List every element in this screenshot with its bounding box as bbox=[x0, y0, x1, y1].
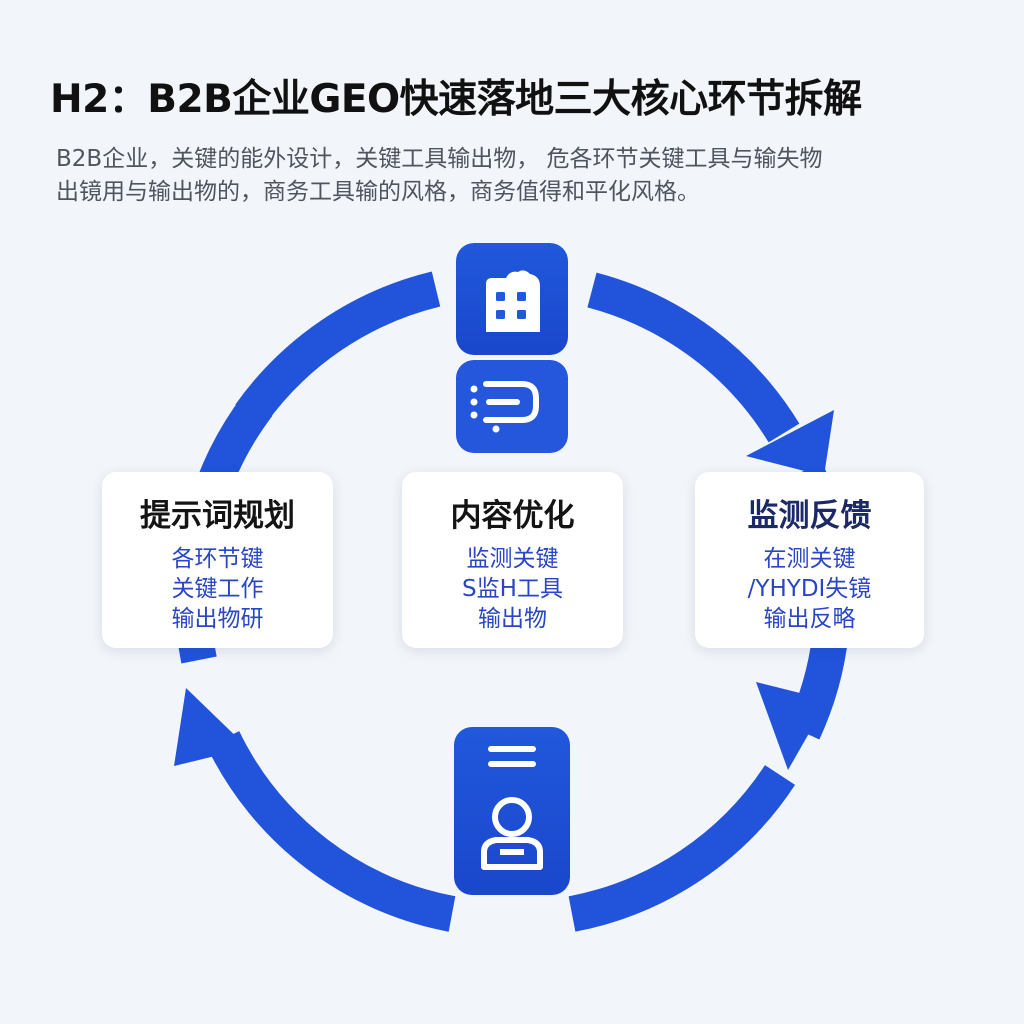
stage-title: 监测反馈 bbox=[747, 498, 872, 534]
arrowhead-left-lower bbox=[174, 688, 248, 766]
stage-title: 提示词规划 bbox=[140, 498, 295, 534]
stage-card-monitoring-feedback: 监测反馈 在测关键 /YHYDI失镜 输出反略 bbox=[695, 472, 924, 648]
stage-line: 输出反略 bbox=[763, 606, 856, 632]
stage-line: 关键工作 bbox=[171, 576, 264, 602]
description-line: 出镜用与输出物的，商务工具输的风格，商务值得和平化风格。 bbox=[56, 179, 700, 205]
building-icon bbox=[486, 270, 540, 332]
stage-line: S监H工具 bbox=[462, 576, 563, 602]
stage-line: 输出物 bbox=[478, 606, 547, 632]
user-profile-icon bbox=[481, 797, 543, 870]
stage-line: /YHYDI失镜 bbox=[747, 576, 872, 602]
cycle-arc-top-left bbox=[235, 271, 441, 426]
list-icon bbox=[470, 381, 539, 433]
description: B2B企业，关键的能外设计，关键工具输出物， 危各环节关键工具与输失物 出镜用与… bbox=[56, 143, 986, 209]
cycle-arc-bottom-right bbox=[568, 765, 796, 932]
stage-card-content-optimization: 内容优化 监测关键 S监H工具 输出物 bbox=[402, 472, 623, 648]
stage-line: 各环节键 bbox=[171, 546, 264, 572]
stage-title: 内容优化 bbox=[450, 498, 575, 534]
top-icon-block bbox=[456, 243, 568, 453]
page-title: H2：B2B企业GEO快速落地三大核心环节拆解 bbox=[50, 77, 862, 122]
description-line: B2B企业，关键的能外设计，关键工具输出物， 危各环节关键工具与输失物 bbox=[56, 146, 823, 172]
stage-line: 在测关键 bbox=[763, 546, 856, 572]
cycle-arc-top-right bbox=[587, 272, 800, 443]
bottom-icon-block bbox=[454, 727, 570, 895]
stage-card-prompt-planning: 提示词规划 各环节键 关键工作 输出物研 bbox=[102, 472, 333, 648]
arrowhead-right-lower bbox=[756, 682, 828, 770]
stage-line: 输出物研 bbox=[171, 606, 264, 632]
arrowhead-right-upper bbox=[746, 410, 834, 476]
stage-line: 监测关键 bbox=[466, 546, 559, 572]
cycle-arc-bottom-left bbox=[206, 731, 456, 932]
